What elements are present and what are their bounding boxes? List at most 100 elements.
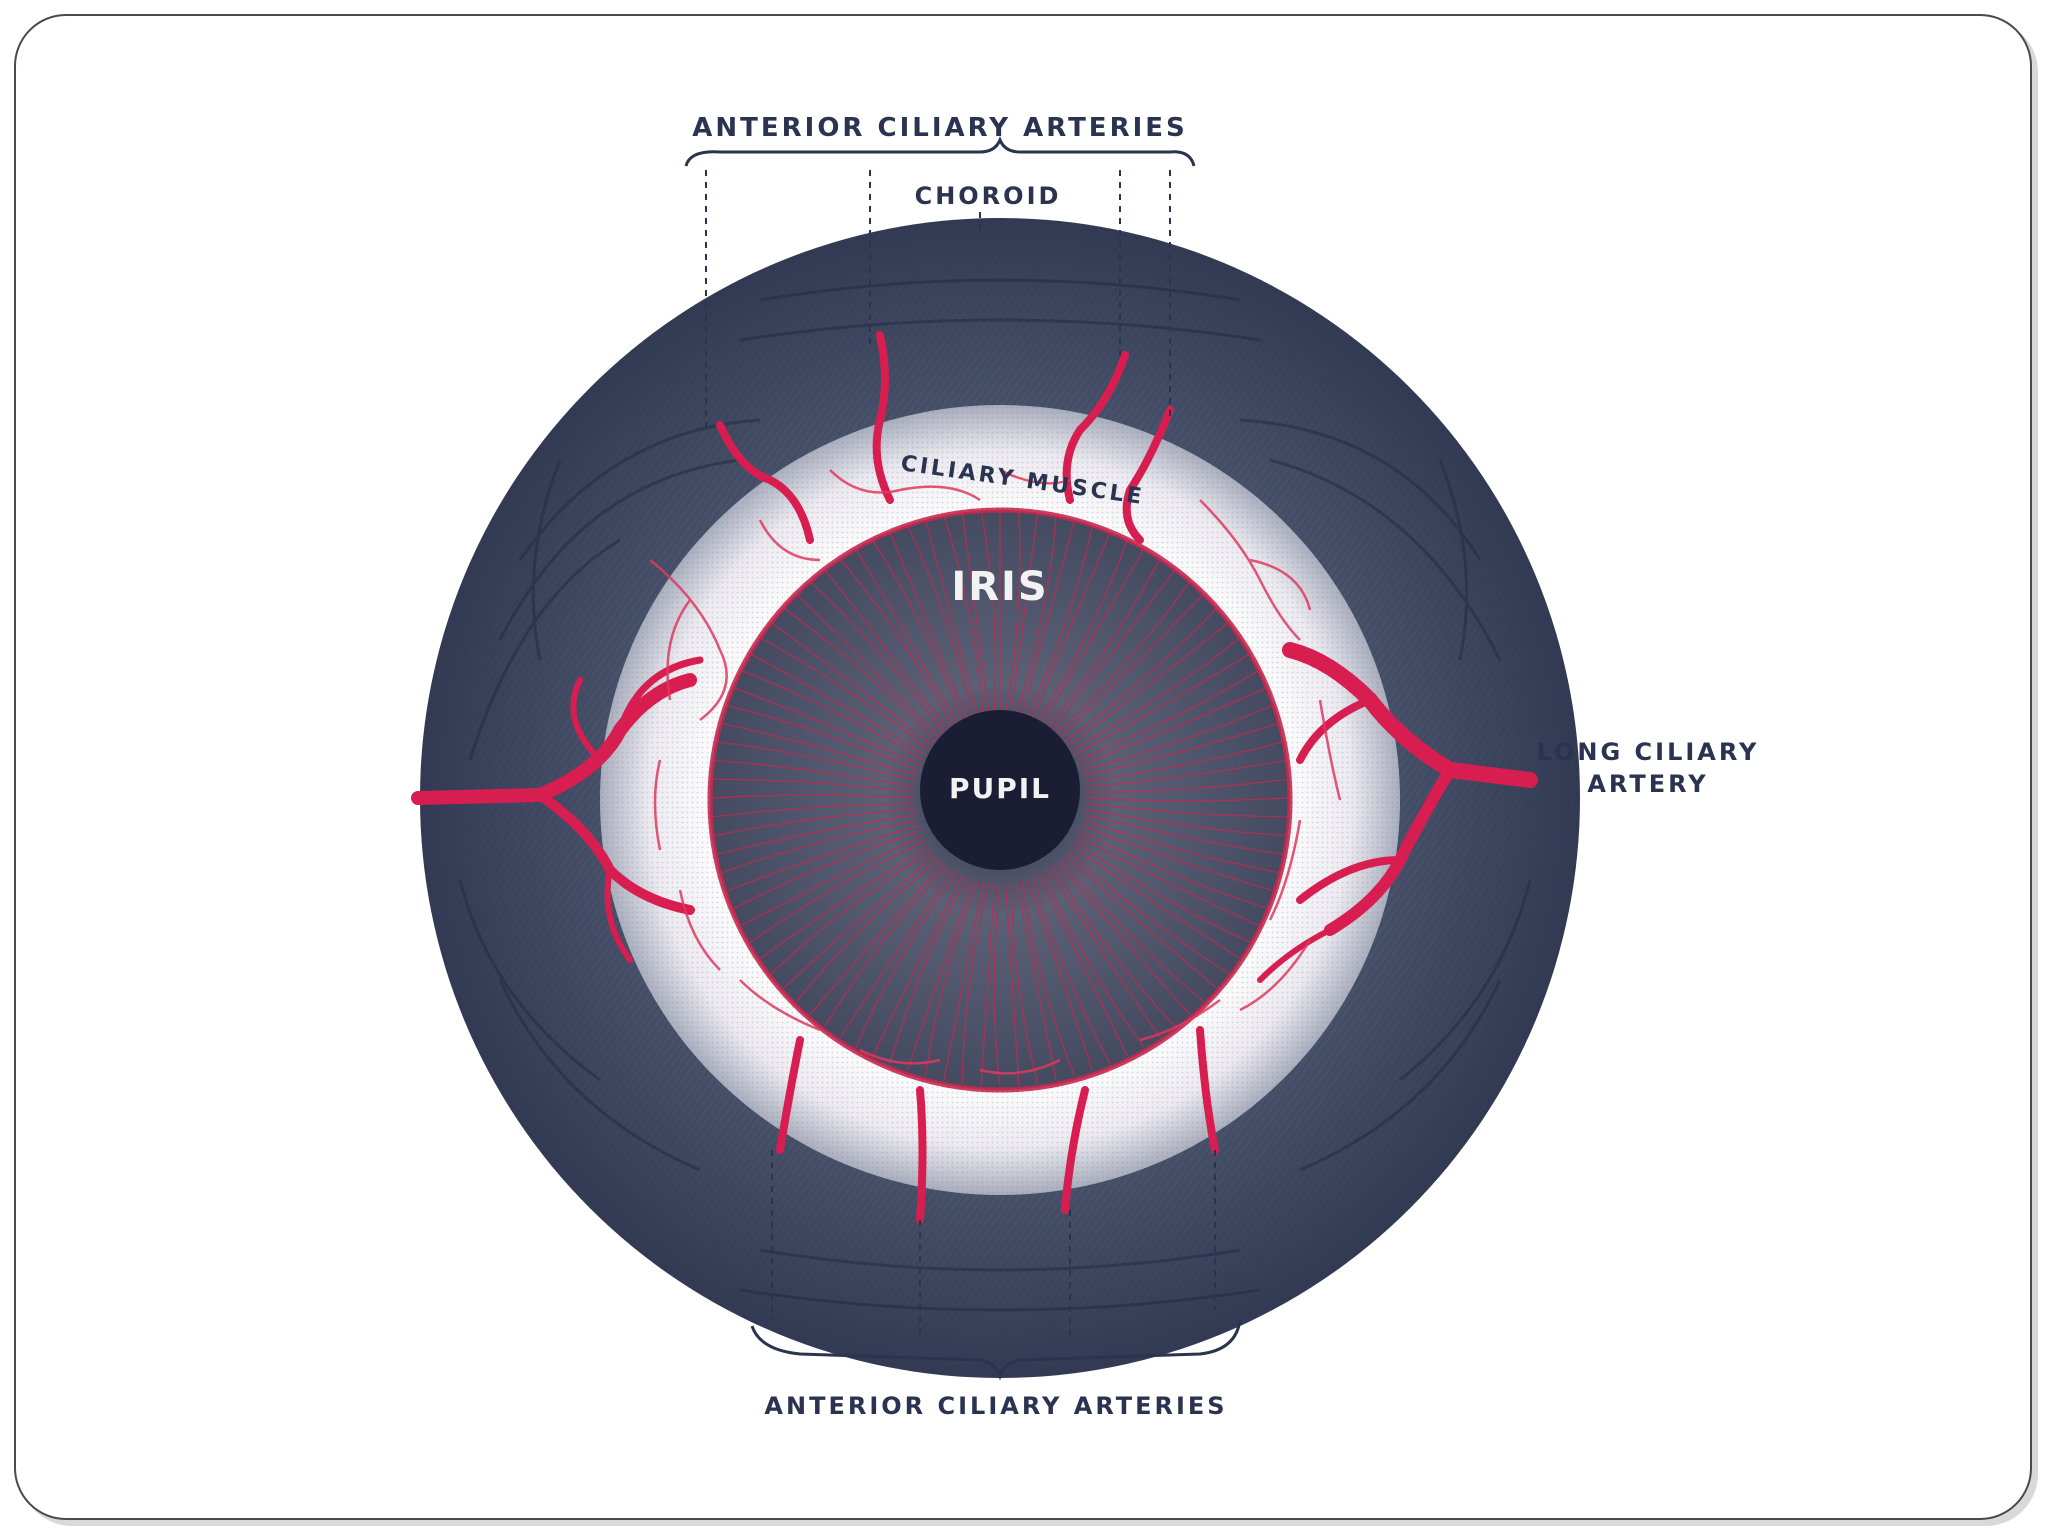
label-long-ciliary-line2: ARTERY (1587, 770, 1708, 798)
iris-vessel (1060, 593, 1205, 738)
iris-vessel (727, 824, 919, 892)
iris-vessel (824, 569, 949, 731)
iris-vessel (1067, 622, 1229, 747)
iris-vessel (1026, 525, 1094, 717)
iris-vessel (839, 558, 953, 727)
iris-vessel (1079, 687, 1267, 766)
iris-vessel (1079, 830, 1267, 909)
iris-vessel (1021, 880, 1076, 1077)
iris-vessel (809, 580, 944, 734)
iris-vessel (872, 539, 963, 722)
iris-vessel (993, 883, 1001, 1087)
iris-vessel (721, 819, 918, 874)
iris-vessel (1074, 840, 1250, 943)
iris-vessel (1016, 515, 1057, 714)
iris-vessel (750, 653, 926, 756)
label-anterior-ciliary-bottom: ANTERIOR CILIARY ARTERIES (764, 1392, 1227, 1420)
iris-vessel (771, 849, 933, 974)
iris-vessel (1085, 797, 1289, 802)
iris-vessel (1032, 877, 1111, 1065)
iris-vessel (924, 519, 979, 716)
iris-vessel (795, 858, 940, 1003)
pupil (920, 710, 1080, 870)
iris-vessel (717, 814, 916, 855)
iris-vessel (961, 512, 990, 713)
label-iris: IRIS (951, 564, 1048, 610)
iris-vessel (871, 874, 963, 1057)
label-anterior-ciliary-top: ANTERIOR CILIARY ARTERIES (692, 113, 1188, 143)
iris-vessel (721, 722, 918, 777)
iris-vessel (714, 808, 915, 837)
iris-vessel (1064, 607, 1218, 742)
iris-vessel (943, 882, 984, 1081)
iris-vessel (855, 872, 958, 1048)
iris-vessel (712, 778, 915, 794)
iris-vessel (924, 880, 979, 1077)
iris-vessel (1082, 722, 1279, 777)
iris-vessel (1081, 704, 1273, 772)
iris-vessel (1076, 835, 1259, 927)
iris-vessel (889, 877, 968, 1065)
iris-vessel (783, 607, 936, 742)
iris-vessel (809, 862, 944, 1015)
iris-vessel (906, 879, 974, 1071)
iris-vessel (1047, 869, 1161, 1038)
iris-vessel (980, 883, 996, 1086)
iris-vessel (1071, 845, 1240, 959)
iris-vessel (1085, 802, 1288, 818)
fine-vessels (649, 468, 1342, 1075)
iris-vessel (1071, 637, 1240, 751)
iris-vessel (733, 830, 921, 909)
leader-lines (705, 170, 1216, 1340)
iris-vessel (711, 794, 915, 799)
iris-vessel (1074, 653, 1250, 756)
iris-vessel (783, 854, 936, 989)
iris-vessel (741, 835, 924, 927)
iris-vessel (727, 704, 919, 772)
iris-vessel (1064, 854, 1217, 989)
iris-vessel (1085, 808, 1286, 837)
iris-vessel (750, 840, 926, 943)
iris-vessel (1037, 539, 1129, 722)
iris-vessel (714, 759, 915, 788)
iris-vessel (824, 865, 949, 1027)
iris-vessel (760, 845, 929, 959)
iris-vessel (795, 593, 940, 738)
iris-vessel (1032, 531, 1111, 719)
label-pupil: PUPIL (949, 772, 1051, 805)
iris-vessel (1076, 670, 1259, 761)
iris-vessel (980, 510, 997, 713)
iris-vessel (1010, 883, 1039, 1084)
iris-vessel (1085, 778, 1288, 794)
iris-vessel (771, 622, 933, 747)
iris-vessel (855, 548, 958, 724)
iris-vessel (1042, 548, 1145, 724)
iris-vessel (1056, 862, 1191, 1015)
artery-network (411, 331, 1538, 1224)
iris-vessel (1004, 510, 1021, 713)
iris-vessel (889, 531, 968, 719)
iris-vessel (760, 637, 929, 751)
iris-vessel (1051, 865, 1176, 1027)
iris-vessel (943, 515, 984, 714)
label-choroid: CHOROID (915, 182, 1062, 210)
bottom-bracket (750, 1319, 1242, 1381)
iris-vessel (1060, 858, 1205, 1003)
iris-vessel (733, 687, 921, 766)
iris-vessel (1085, 759, 1286, 788)
iris-vessel (1084, 741, 1283, 782)
iris-vessel (1042, 872, 1145, 1048)
iris-vessel (1016, 882, 1057, 1081)
top-bracket (684, 136, 1196, 167)
iris-vessel (839, 869, 953, 1038)
iris-vessel (1056, 581, 1191, 734)
iris-vessel (1051, 569, 1176, 731)
iris-vessel (1081, 824, 1273, 892)
label-long-ciliary-line1: LONG CILIARY (1537, 738, 1760, 766)
iris-vessel (1026, 879, 1094, 1071)
iris-vessel (717, 741, 916, 782)
iris-vessel (1004, 883, 1020, 1086)
iris-vessel (961, 883, 990, 1084)
iris-vessel (741, 669, 924, 761)
